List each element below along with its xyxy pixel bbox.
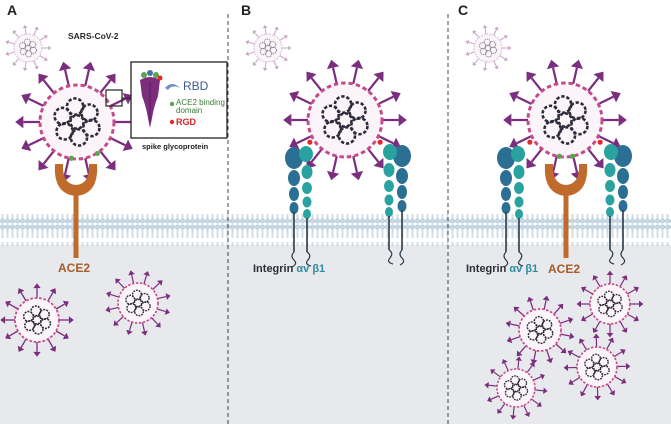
integrin-subunits: αv β1 [509,263,539,275]
integrin-right-b [383,144,411,266]
integrin-name: Integrin [466,263,507,275]
panel-label-b: B [241,2,252,18]
virus-bound-c [503,59,627,181]
rgd-label: RGD [176,117,196,127]
spike-caption: spike glycoprotein [142,142,209,151]
virus-free-c2 [505,295,575,365]
virus-small-a [5,24,52,72]
integrin-right-c [604,144,632,266]
virus-free-c4 [484,356,548,420]
ace2-receptor-a [54,164,98,258]
cell-membrane [0,214,671,246]
virus-free-a2 [105,270,171,336]
ace2-receptor-c [544,164,588,258]
virus-free-a1 [0,283,74,357]
virus-small-b [245,24,292,72]
virus-free-c3 [563,333,631,401]
panel-label-a: A [7,2,18,18]
panel-label-c: C [458,2,469,18]
integrin-subunits: αv β1 [296,263,326,275]
virus-bound-b [283,59,407,181]
ace2-label-a: ACE2 [58,261,91,275]
virus-small-c [465,24,512,72]
integrin-name: Integrin [253,263,294,275]
integrin-label-b: Integrin αv β1 [253,264,325,275]
virus-free-c1 [576,270,644,338]
binding-domain-label: ACE2 binding domain [176,98,225,116]
integrin-left-b [285,146,313,268]
scene-elements [0,24,644,420]
spike-glycoprotein-shape [140,70,180,128]
rbd-label: RBD [183,79,209,93]
integrin-left-c [497,146,525,268]
ace2-label-c: ACE2 [548,262,581,276]
virus-bound-a [15,61,139,183]
integrin-label-c: Integrin αv β1 [466,264,538,275]
virus-label: SARS-CoV-2 [68,31,119,41]
